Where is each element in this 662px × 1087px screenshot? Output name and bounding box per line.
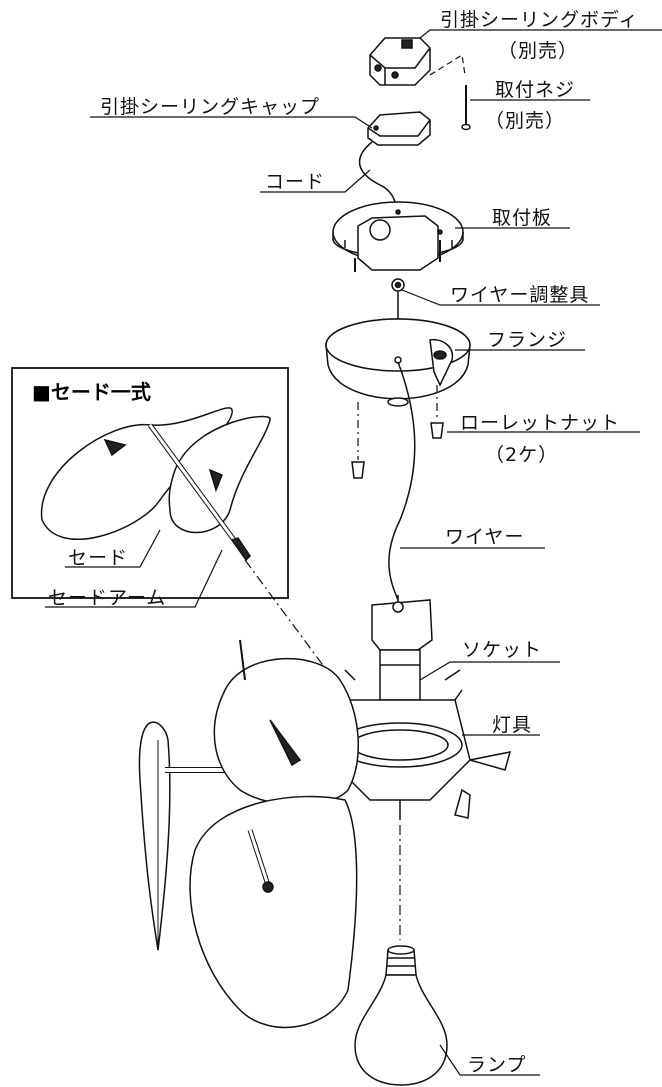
label-flange: フランジ [487,329,568,351]
lamp-bulb-part [354,945,448,1086]
label-mount-plate: 取付板 [492,207,553,229]
label-knurled-nut-note: （2ケ） [485,444,559,466]
label-lamp: ランプ [467,1054,527,1076]
label-wire: ワイヤー [445,526,525,548]
label-shade: セード [68,547,129,569]
label-wire-adjuster: ワイヤー調整具 [450,284,590,306]
mounted-shades [138,639,359,1029]
label-ceiling-cap: 引掛シーリングキャップ [100,96,321,118]
inset-title: ■セード一式 [32,380,151,404]
label-screw: 取付ネジ [495,79,576,101]
label-cord: コード [265,171,326,193]
label-shade-arm: セードアーム [48,587,167,609]
label-ceiling-body-note: （別売） [498,40,579,62]
label-screw-note: （別売） [485,110,566,132]
label-socket: ソケット [462,639,543,661]
screw-part [461,85,471,131]
ceiling-body-part [369,37,431,86]
mount-plate-part [332,201,464,292]
label-ceiling-body: 引掛シーリングボディ [440,9,639,31]
shade-set-inset [11,367,289,599]
flange-part [325,318,471,407]
label-knurled-nut: ローレットナット [460,412,621,434]
label-fixture: 灯具 [492,714,533,736]
ceiling-cap-part [367,111,431,146]
knurled-nut-part [351,385,444,479]
